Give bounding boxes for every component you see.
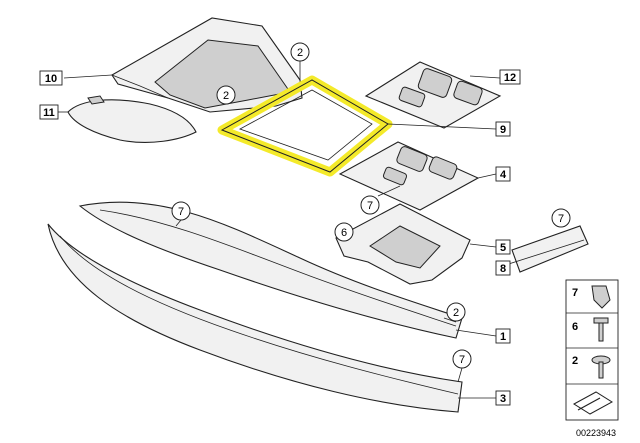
callout-circle-6: 6: [334, 222, 354, 242]
svg-text:12: 12: [504, 72, 516, 84]
callout-box-10: 10: [39, 70, 63, 86]
svg-text:11: 11: [43, 107, 55, 119]
reference-number: 00223943: [576, 428, 616, 438]
legend-item-blank-symbol: [573, 391, 613, 415]
svg-text:7: 7: [459, 354, 465, 366]
panel-symbol-icon: [573, 391, 613, 415]
svg-text:4: 4: [500, 169, 507, 181]
part-8-trim-strip[interactable]: [511, 225, 589, 273]
callout-box-8: 8: [495, 260, 511, 276]
washer-screw-icon: [591, 355, 611, 379]
callout-box-12: 12: [499, 69, 521, 85]
legend-item-7-clip: 7: [572, 285, 611, 309]
part-10-storage-tray[interactable]: [111, 17, 303, 113]
part-11-side-trim[interactable]: [67, 95, 197, 143]
callout-circle-2-top: 2: [290, 42, 310, 80]
clip-icon: [591, 285, 611, 309]
callout-circle-2-tray: 2: [216, 85, 236, 105]
callout-box-4: 4: [495, 166, 511, 182]
callout-box-3: 3: [495, 390, 511, 406]
svg-text:1: 1: [500, 331, 506, 343]
callout-circle-7-left: 7: [171, 201, 191, 227]
part-3-side-panel-lower[interactable]: [47, 223, 463, 413]
svg-text:7: 7: [367, 200, 373, 212]
callout-circle-7-right: 7: [551, 208, 571, 228]
svg-text:2: 2: [453, 307, 459, 319]
callout-box-11: 11: [39, 104, 59, 120]
svg-text:9: 9: [500, 124, 506, 136]
legend-item-6-screw: 6: [572, 317, 609, 342]
callout-box-1: 1: [495, 328, 511, 344]
svg-text:6: 6: [572, 321, 578, 333]
callout-circle-2-bottom: 2: [443, 302, 466, 323]
hardware-legend: 7 6 2: [565, 279, 619, 421]
svg-text:8: 8: [500, 263, 506, 275]
svg-text:2: 2: [572, 355, 578, 367]
callout-box-5: 5: [495, 239, 511, 255]
svg-text:6: 6: [341, 227, 347, 239]
svg-text:10: 10: [45, 73, 57, 85]
screw-icon: [593, 317, 609, 342]
svg-text:3: 3: [500, 393, 506, 405]
svg-text:7: 7: [572, 287, 578, 299]
part-5-bracket[interactable]: [335, 203, 471, 285]
part-4-trim-cover[interactable]: [338, 141, 480, 211]
callout-circle-7-mid: 7: [360, 185, 401, 215]
part-12-switch-panel[interactable]: [364, 61, 502, 129]
svg-text:7: 7: [558, 213, 564, 225]
svg-text:2: 2: [223, 90, 229, 102]
svg-text:5: 5: [500, 242, 506, 254]
legend-item-2-washer-screw: 2: [572, 355, 611, 379]
callout-box-9: 9: [495, 121, 511, 137]
callout-circle-7-bottom: 7: [452, 349, 472, 383]
svg-text:7: 7: [178, 206, 184, 218]
svg-text:2: 2: [297, 47, 303, 59]
